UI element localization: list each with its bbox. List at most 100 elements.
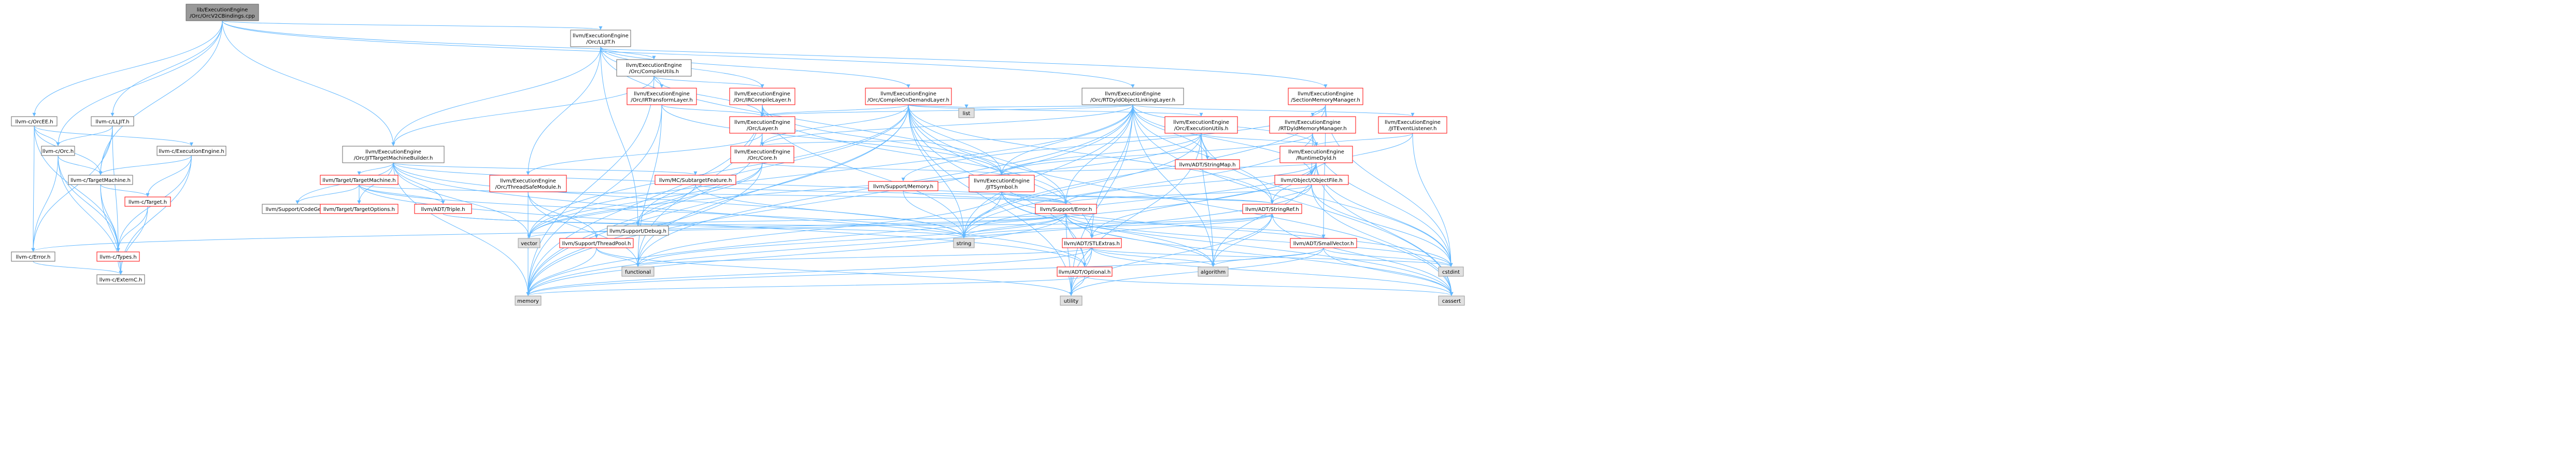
node-tmh[interactable]: llvm/Target/TargetMachine.h <box>320 175 399 185</box>
node-compileondemand[interactable]: llvm/ExecutionEngine/Orc/CompileOnDemand… <box>865 88 952 105</box>
node-jtmb[interactable]: llvm/ExecutionEngine/Orc/JITTargetMachin… <box>342 146 445 163</box>
edge-orcc-to-typesc <box>58 155 120 252</box>
edge-lljitc-to-orcc <box>56 125 113 146</box>
edge-orcc-to-tmc <box>58 155 103 175</box>
edge-typesc-to-externc <box>118 261 123 275</box>
node-executils[interactable]: llvm/ExecutionEngine/Orc/ExecutionUtils.… <box>1164 116 1238 134</box>
edge-rtdyldlinking-to-core <box>760 104 1133 146</box>
edge-root-to-lljitc <box>110 20 223 117</box>
node-label: llvm/ExecutionEngine <box>1298 91 1354 97</box>
edge-lljit-to-debug <box>600 46 640 226</box>
node-targetoptions[interactable]: llvm/Target/TargetOptions.h <box>320 204 399 214</box>
node-label: llvm/Support/CodeGen.h <box>266 207 330 213</box>
node-stringref[interactable]: llvm/ADT/StringRef.h <box>1242 204 1302 214</box>
node-eec[interactable]: llvm-c/ExecutionEngine.h <box>156 146 226 156</box>
node-stlextras[interactable]: llvm/ADT/STLExtras.h <box>1062 238 1122 248</box>
edge-smallvector-to-utility <box>1069 247 1324 296</box>
edge-orcee-to-orcc <box>34 125 60 146</box>
edge-jiteventlistener-to-runtimedyld <box>1314 133 1413 146</box>
node-jiteventlistener[interactable]: llvm/ExecutionEngine/JITEventListener.h <box>1378 116 1447 134</box>
edge-lljitc-to-errorc <box>31 125 113 252</box>
edge-tmc-to-targetc <box>100 184 150 197</box>
edge-threadpool-to-functional <box>596 247 640 267</box>
node-layer[interactable]: llvm/ExecutionEngine/Orc/Layer.h <box>729 116 795 134</box>
node-threadpool[interactable]: llvm/Support/ThreadPool.h <box>559 238 634 248</box>
node-externc[interactable]: llvm-c/ExternC.h <box>96 274 145 285</box>
edge-compileondemand-to-vector <box>527 104 909 238</box>
edge-compileutils-to-jtmb <box>391 76 654 146</box>
node-label: llvm/ExecutionEngine <box>634 91 690 97</box>
edge-jitsymbol-to-algorithm <box>1001 191 1215 267</box>
node-label: /Orc/IRCompileLayer.h <box>734 97 791 103</box>
edge-stringref-to-algorithm <box>1211 213 1273 267</box>
node-supmem[interactable]: llvm/Support/Memory.h <box>868 181 938 191</box>
node-label: llvm/ADT/Optional.h <box>1059 270 1111 275</box>
node-smallvector[interactable]: llvm/ADT/SmallVector.h <box>1290 238 1357 248</box>
node-orcee[interactable]: llvm-c/OrcEE.h <box>11 116 58 126</box>
node-label: llvm-c/Target.h <box>129 200 167 205</box>
edge-subtarget-to-stringref <box>695 184 1274 204</box>
edge-layer-to-memory <box>526 133 763 296</box>
node-superror[interactable]: llvm/Support/Error.h <box>1035 204 1097 214</box>
nodes-layer: lib/ExecutionEngine/Orc/OrcV2CBindings.c… <box>11 4 1465 306</box>
node-label: /Orc/LLJIT.h <box>586 39 615 45</box>
node-label: list <box>963 111 971 117</box>
node-objectfile[interactable]: llvm/Object/ObjectFile.h <box>1274 175 1349 185</box>
node-lljitc[interactable]: llvm-c/LLJIT.h <box>91 116 134 126</box>
node-optional[interactable]: llvm/ADT/Optional.h <box>1057 266 1113 277</box>
edge-stringref-to-utility <box>1069 213 1273 296</box>
edge-superror-to-errorc <box>31 213 1066 252</box>
node-label: llvm/ExecutionEngine <box>1173 120 1229 125</box>
node-jitsymbol[interactable]: llvm/ExecutionEngine/JITSymbol.h <box>969 175 1035 192</box>
node-ircompile[interactable]: llvm/ExecutionEngine/Orc/IRCompileLayer.… <box>729 88 795 105</box>
edge-superror-to-utility <box>1065 213 1073 296</box>
node-errorc[interactable]: llvm-c/Error.h <box>11 251 55 262</box>
node-cassert: cassert <box>1438 295 1465 306</box>
node-orcc[interactable]: llvm-c/Orc.h <box>41 146 75 156</box>
node-triple[interactable]: llvm/ADT/Triple.h <box>414 204 472 214</box>
edge-tmh-to-string <box>359 184 966 238</box>
edge-irtransform-to-functional <box>636 104 662 267</box>
edge-threadpool-to-utility <box>596 247 1073 296</box>
node-tsmodule[interactable]: llvm/ExecutionEngine/Orc/ThreadSafeModul… <box>489 175 567 192</box>
edge-orcc-to-errorc <box>31 155 59 252</box>
edge-compileutils-to-layer <box>653 76 764 117</box>
edge-compileondemand-to-stringref <box>908 104 1274 204</box>
node-lljit[interactable]: llvm/ExecutionEngine/Orc/LLJIT.h <box>570 30 631 47</box>
edge-rtdyldlinking-to-stlextras <box>1090 104 1133 238</box>
node-label: llvm/Target/TargetMachine.h <box>322 178 395 183</box>
node-label: llvm-c/TargetMachine.h <box>70 178 131 183</box>
node-label: llvm/ExecutionEngine <box>734 120 790 125</box>
edge-compileondemand-to-layer <box>760 104 909 117</box>
node-label: llvm/ADT/StringMap.h <box>1179 162 1235 168</box>
node-targetc[interactable]: llvm-c/Target.h <box>124 196 171 207</box>
node-label: /Orc/CompileUtils.h <box>629 69 679 75</box>
node-list: list <box>958 108 975 118</box>
node-stringmap[interactable]: llvm/ADT/StringMap.h <box>1175 159 1240 170</box>
node-rtdyldmm[interactable]: llvm/ExecutionEngine/RTDyldMemoryManager… <box>1269 116 1356 134</box>
node-core[interactable]: llvm/ExecutionEngine/Orc/Core.h <box>730 146 794 163</box>
edge-orcee-to-typesc <box>34 125 120 252</box>
node-label: llvm/Support/Error.h <box>1040 207 1092 213</box>
edge-tmc-to-typesc <box>100 184 120 252</box>
edge-eec-to-tmc <box>98 155 192 175</box>
node-typesc[interactable]: llvm-c/Types.h <box>96 251 140 262</box>
node-label: llvm/ExecutionEngine <box>734 91 790 97</box>
node-irtransform[interactable]: llvm/ExecutionEngine/Orc/IRTransformLaye… <box>627 88 697 105</box>
node-debug[interactable]: llvm/Support/Debug.h <box>607 225 669 236</box>
node-runtimedyld[interactable]: llvm/ExecutionEngine/RuntimeDyld.h <box>1279 146 1353 163</box>
edge-jiteventlistener-to-cstdint <box>1412 133 1453 267</box>
node-rtdyldlinking[interactable]: llvm/ExecutionEngine/Orc/RTDyldObjectLin… <box>1081 88 1184 105</box>
edges-layer <box>31 20 1454 296</box>
node-sectionmem[interactable]: llvm/ExecutionEngine/SectionMemoryManage… <box>1288 88 1363 105</box>
edge-optional-to-memory <box>526 276 1085 296</box>
node-label: llvm-c/Types.h <box>99 255 136 260</box>
edge-root-to-jtmb <box>222 20 395 146</box>
node-subtarget[interactable]: llvm/MC/SubtargetFeature.h <box>654 175 736 185</box>
edge-stringref-to-cassert <box>1272 213 1454 296</box>
node-tmc[interactable]: llvm-c/TargetMachine.h <box>68 175 133 185</box>
node-compileutils[interactable]: llvm/ExecutionEngine/Orc/CompileUtils.h <box>616 59 692 77</box>
edge-superror-to-debug <box>636 213 1066 226</box>
edge-orcee-to-eec <box>34 125 193 146</box>
